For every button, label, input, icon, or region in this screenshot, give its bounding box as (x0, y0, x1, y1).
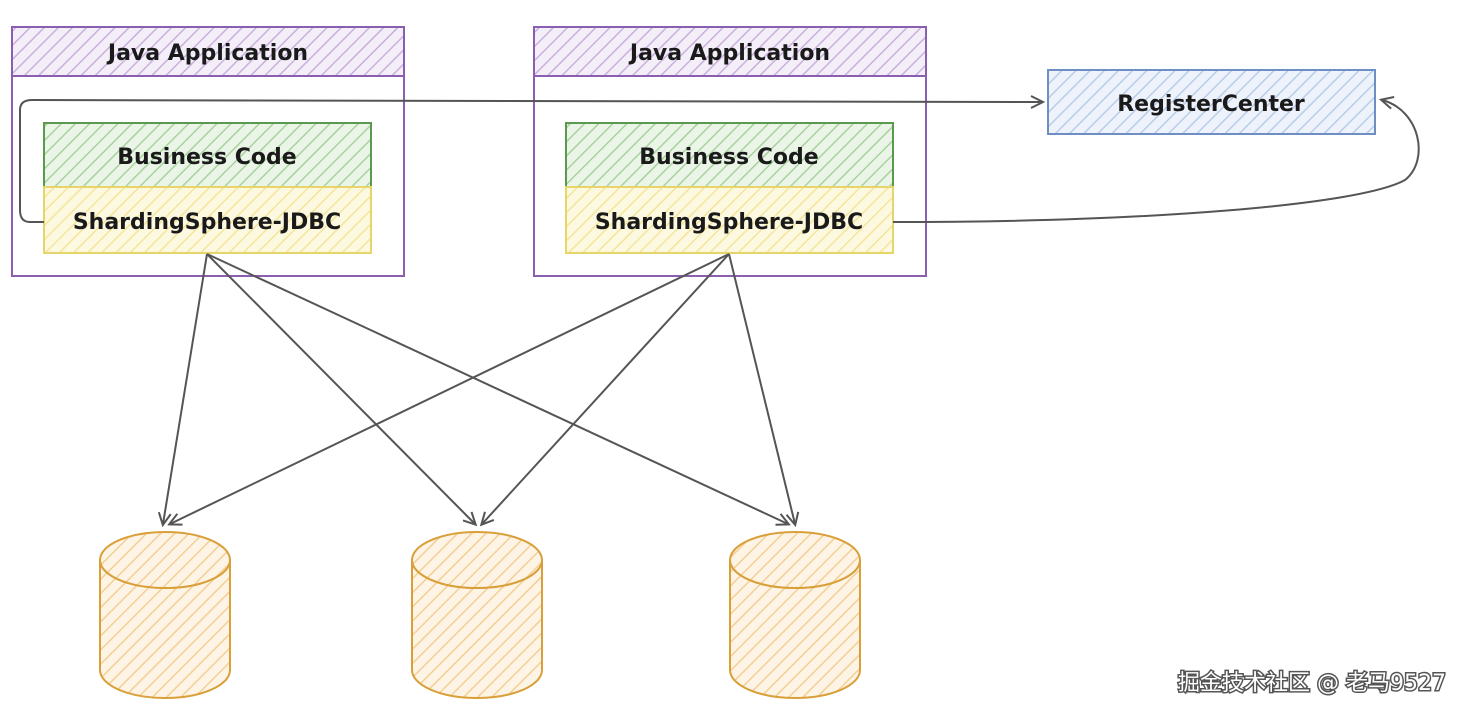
app-title-1: Java Application (106, 41, 308, 66)
register-center: RegisterCenter (1047, 69, 1376, 135)
arrow-jdbc2-to-register-center (892, 100, 1420, 223)
database-top-3 (729, 531, 861, 589)
java-application-1: Java Application Business Code ShardingS… (11, 26, 405, 277)
arrow-jdbc2-to-db2 (482, 253, 730, 524)
arrow-jdbc2-to-db1 (170, 253, 730, 524)
business-code-label-1: Business Code (117, 145, 296, 170)
arrow-jdbc1-to-db2 (206, 253, 475, 524)
database-top-1 (99, 531, 231, 589)
business-code-label-2: Business Code (639, 145, 818, 170)
register-center-label: RegisterCenter (1117, 92, 1305, 117)
sharding-jdbc-box-1 (43, 186, 372, 254)
app-header-1 (11, 26, 405, 77)
app-header-2 (533, 26, 927, 77)
app-title-2: Java Application (628, 41, 830, 66)
sharding-jdbc-box-2 (565, 186, 894, 254)
database-top-2 (411, 531, 543, 589)
database-2 (411, 531, 543, 699)
arrow-jdbc1-to-db1 (163, 253, 208, 524)
register-center-box (1047, 69, 1376, 135)
arrow-jdbc2-to-db3 (728, 253, 795, 524)
database-1 (99, 531, 231, 699)
arrow-jdbc1-to-db3 (206, 253, 788, 524)
database-3 (729, 531, 861, 699)
business-code-box-1 (43, 122, 372, 188)
sharding-jdbc-label-1: ShardingSphere-JDBC (73, 210, 341, 235)
watermark: 掘金技术社区 @ 老马9527 (1178, 671, 1446, 696)
arrow-jdbc1-to-register-center (19, 100, 1042, 223)
sharding-jdbc-label-2: ShardingSphere-JDBC (595, 210, 863, 235)
java-application-2: Java Application Business Code ShardingS… (533, 26, 927, 277)
